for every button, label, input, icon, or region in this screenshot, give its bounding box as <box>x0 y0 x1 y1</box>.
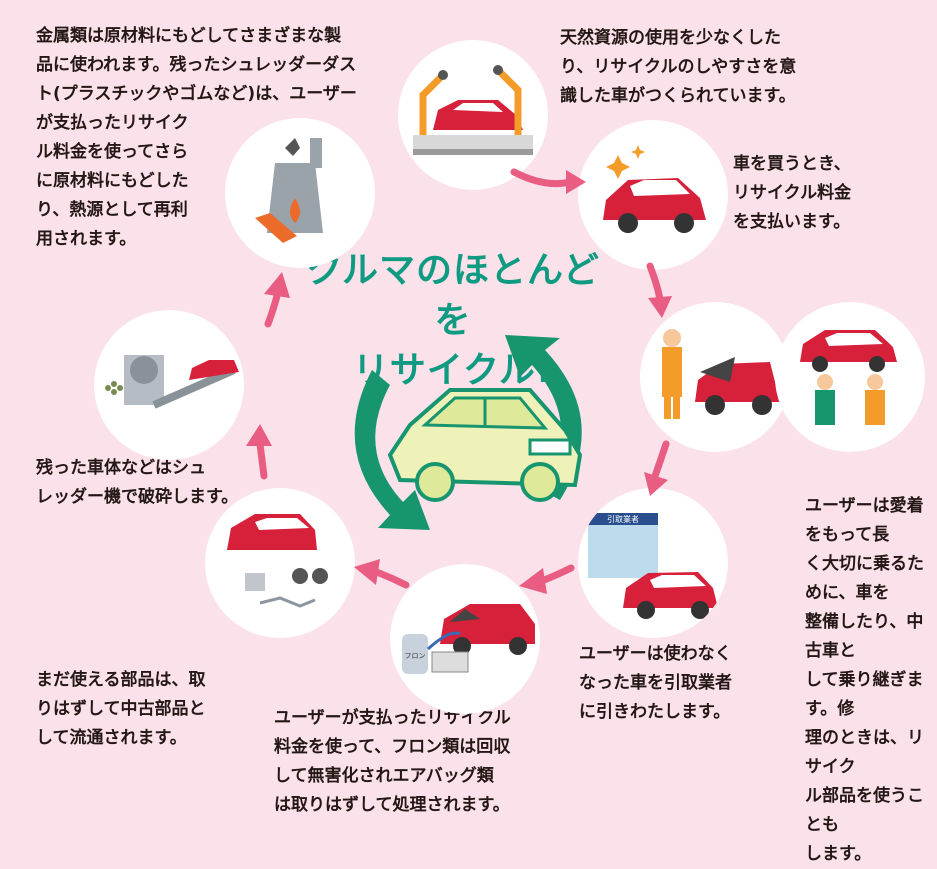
step-shred-circle <box>94 310 244 460</box>
step-purchase-circle <box>578 120 728 270</box>
recycle-cycle-illustration <box>354 335 583 530</box>
step-design-text: 天然資源の使用を少なくした り、リサイクルのしやすさを意 識した車がつくられてい… <box>560 28 797 106</box>
cycle-arrow-left-icon <box>354 370 430 530</box>
flow-arrow-6-icon <box>246 424 272 480</box>
step-shred-text: 残った車体などはシュ レッダー機で破砕します。 <box>36 458 239 507</box>
step-handover-circle: 引取業者 <box>578 488 728 638</box>
step-freon-text: ユーザーが支払ったリサイクル 料金を使って、フロン類は回収 して無害化されエアバ… <box>274 708 511 815</box>
shredder-icon <box>105 355 239 409</box>
step-maintain-circle-mechanic <box>640 302 790 452</box>
step-metal-circle <box>225 118 375 268</box>
mechanic-icon <box>662 329 780 419</box>
flow-arrow-4-icon <box>519 564 575 594</box>
flow-arrow-3-icon <box>644 440 670 496</box>
step-freon-circle: フロン <box>390 564 540 714</box>
dealer-office-icon: 引取業者 <box>588 513 718 619</box>
car-parts-icon <box>227 514 328 608</box>
furnace-icon <box>255 138 323 243</box>
flow-arrow-1-icon <box>510 168 586 194</box>
new-car-icon <box>603 145 706 233</box>
step-parts-text: まだ使える部品は、取 りはずして中古部品と して流通されます。 <box>36 670 206 748</box>
robot-assembly-icon <box>413 65 533 155</box>
flow-arrow-7-icon <box>264 272 290 328</box>
dealer-sign-label: 引取業者 <box>607 514 639 524</box>
step-handover-text: ユーザーは使わなく なった車を引取業者 に引きわたします。 <box>579 644 732 722</box>
title-line-1: クルマのほとんどを <box>306 250 600 341</box>
center-car-icon <box>387 388 583 502</box>
flow-arrow-5-icon <box>354 559 410 589</box>
freon-collection-icon: フロン <box>402 604 535 674</box>
users-car-icon <box>800 330 897 425</box>
step-maintain-circle-users <box>775 302 925 452</box>
step-maintain-text: ユーザーは愛着をもって長 く大切に乗るために、車を 整備したり、中古車と して乗… <box>805 496 924 864</box>
flow-arrow-2-icon <box>646 262 672 318</box>
step-design-circle <box>398 40 548 190</box>
step-parts-circle <box>205 488 355 638</box>
step-metal-text: 金属類は原材料にもどしてさまざまな製 品に使われます。残ったシュレッダーダス ト… <box>36 26 357 249</box>
freon-tank-label: フロン <box>405 652 426 660</box>
step-purchase-text: 車を買うとき、 リサイクル料金 を支払います。 <box>733 154 852 232</box>
